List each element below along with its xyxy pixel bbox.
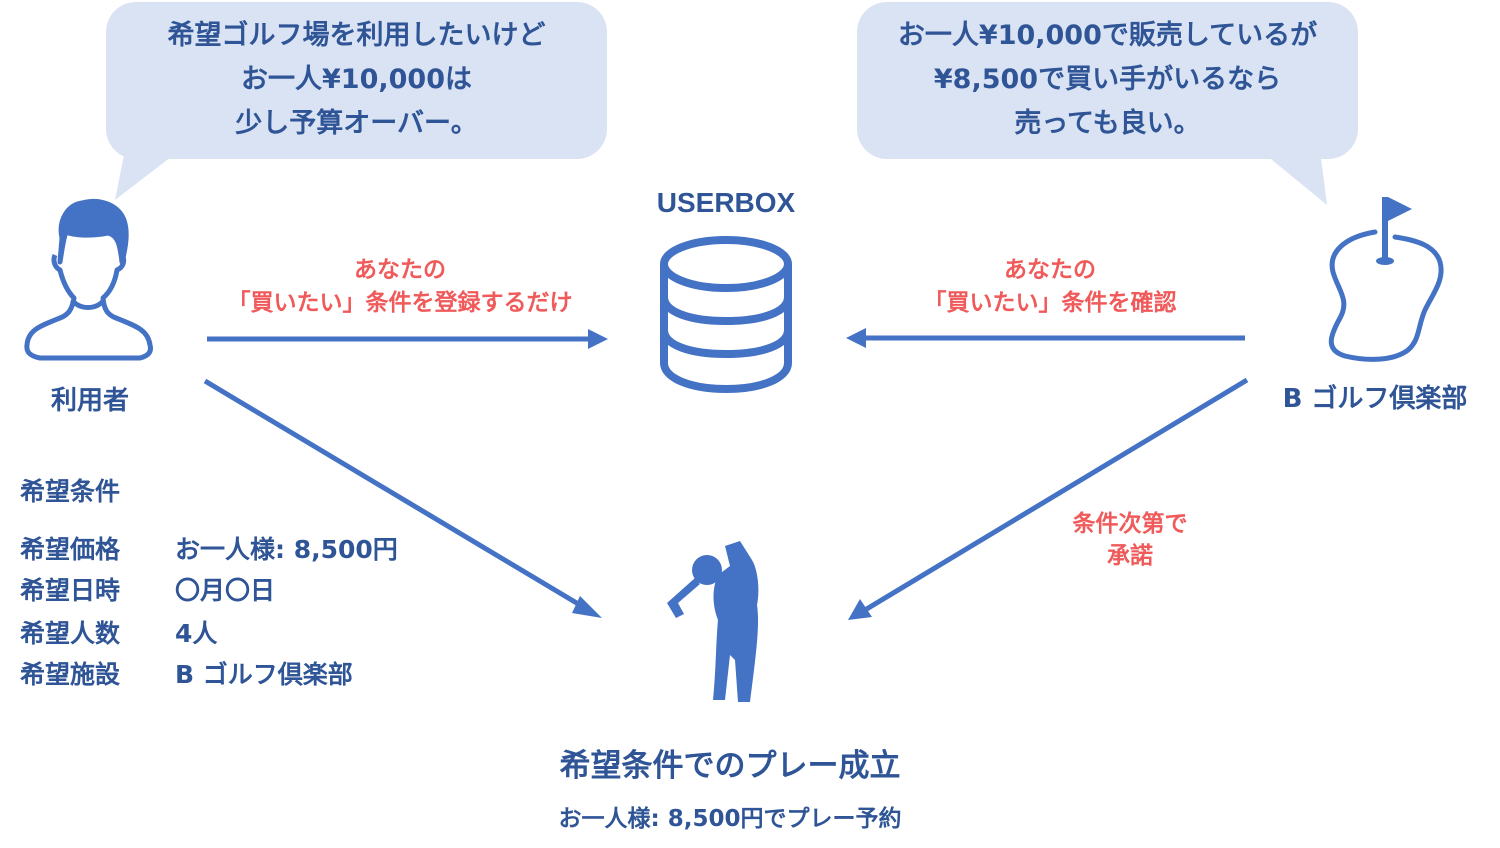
club-bubble-line: お一人¥10,000で販売しているが: [897, 20, 1318, 51]
condition-value: 4人: [175, 619, 218, 648]
user-bubble-text: 希望ゴルフ場を利用したいけど お一人¥10,000は 少し予算オーバー。: [106, 14, 607, 146]
condition-row-people: 希望人数 4人: [20, 614, 217, 650]
user-bubble-line: お一人¥10,000は: [241, 64, 472, 95]
condition-row-date: 希望日時 〇月〇日: [20, 571, 275, 607]
arrow-label-line: あなたの: [354, 257, 446, 283]
user-bubble-line: 少し予算オーバー。: [235, 108, 478, 139]
arrow-user-to-result: [203, 378, 602, 618]
club-label: B ゴルフ倶楽部: [1282, 384, 1468, 414]
arrow-label-line: 「買いたい」条件を登録するだけ: [227, 290, 573, 316]
club-speech-bubble: [857, 2, 1358, 205]
user-bubble-line: 希望ゴルフ場を利用したいけど: [167, 20, 546, 51]
golfer-icon: [667, 541, 759, 702]
result-title: 希望条件でのプレー成立: [559, 748, 901, 784]
condition-label: 希望施設: [20, 660, 121, 689]
conditions-title: 希望条件: [20, 477, 121, 506]
club-to-platform-label: あなたの 「買いたい」条件を確認: [860, 254, 1240, 320]
arrow-user-to-platform: [207, 329, 608, 349]
arrow-club-to-platform: [846, 328, 1245, 348]
condition-label: 希望日時: [20, 576, 121, 605]
club-bubble-text: お一人¥10,000で販売しているが ¥8,500で買い手がいるなら 売っても良…: [857, 14, 1358, 146]
golf-green-flag-icon: [1328, 197, 1444, 362]
condition-value: お一人様: 8,500円: [175, 535, 398, 564]
platform-label: USERBOX: [656, 187, 796, 218]
condition-value: B ゴルフ倶楽部: [175, 660, 353, 689]
user-icon: [24, 198, 153, 361]
condition-row-facility: 希望施設 B ゴルフ倶楽部: [20, 655, 353, 691]
club-bubble-line: ¥8,500で買い手がいるなら: [933, 64, 1282, 95]
arrow-label-line: 「買いたい」条件を確認: [923, 290, 1177, 316]
condition-label: 希望人数: [20, 619, 121, 648]
user-speech-bubble: [106, 2, 607, 200]
arrow-club-to-result: [848, 377, 1249, 620]
arrow-label-line: 承諾: [1107, 543, 1153, 569]
club-to-result-label: 条件次第で 承諾: [1040, 508, 1220, 572]
condition-value: 〇月〇日: [175, 576, 276, 605]
club-bubble-line: 売っても良い。: [1014, 108, 1201, 139]
condition-row-price: 希望価格 お一人様: 8,500円: [20, 530, 398, 566]
user-label: 利用者: [50, 386, 129, 416]
arrow-label-line: あなたの: [1004, 257, 1096, 283]
arrow-label-line: 条件次第で: [1072, 511, 1188, 537]
user-to-platform-label: あなたの 「買いたい」条件を登録するだけ: [190, 254, 610, 320]
result-subtitle: お一人様: 8,500円でプレー予約: [558, 806, 902, 832]
database-icon: [660, 236, 792, 394]
condition-label: 希望価格: [20, 535, 121, 564]
